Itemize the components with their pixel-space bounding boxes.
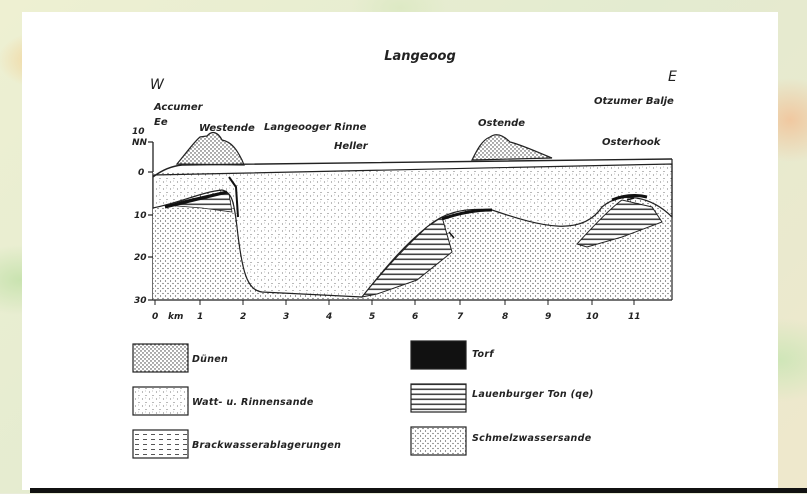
depth-tick-20: 20 xyxy=(134,253,147,263)
km-tick-8: 8 xyxy=(502,312,508,322)
westende-label: Westende xyxy=(199,123,255,134)
km-tick-6: 6 xyxy=(412,312,418,322)
legend-item-brackwasser: Brackwasserablagerungen xyxy=(133,430,341,458)
depth-axis: 10 NN 0 10 20 30 xyxy=(132,127,153,306)
depth-top-label: 10 xyxy=(132,127,145,137)
depth-tick-30: 30 xyxy=(134,296,147,306)
bottom-bar xyxy=(30,488,807,493)
cross-section-figure: Langeoog W E Accumer Ee Westende Langeoo… xyxy=(22,12,778,490)
km-tick-7: 7 xyxy=(457,312,464,322)
langeooger-rinne-label: Langeooger Rinne xyxy=(264,122,367,133)
diagram-title: Langeoog xyxy=(384,49,456,64)
depth-tick-0: 0 xyxy=(138,168,144,178)
legend-label-brackwasser: Brackwasserablagerungen xyxy=(192,440,341,451)
legend-item-duenen: Dünen xyxy=(133,344,228,372)
otzumer-balje-label: Otzumer Balje xyxy=(594,96,674,107)
legend-item-schmelzwasser: Schmelzwassersande xyxy=(411,427,592,455)
legend-label-schmelzwasser: Schmelzwassersande xyxy=(472,433,592,444)
legend-item-lauenburger: Lauenburger Ton (qe) xyxy=(411,384,594,412)
legend-label-torf: Torf xyxy=(472,349,495,360)
accumer-label: Accumer xyxy=(153,102,204,113)
km-tick-11: 11 xyxy=(628,312,641,322)
km-tick-1: 1 xyxy=(197,312,203,322)
east-label: E xyxy=(668,69,677,85)
legend: Dünen Watt- u. Rinnensande Brackwasserab… xyxy=(133,341,594,458)
distance-axis: 0 km 1 2 3 4 5 6 7 8 9 10 11 xyxy=(152,300,641,322)
west-label: W xyxy=(150,77,165,93)
depth-tick-10: 10 xyxy=(134,211,147,221)
legend-label-duenen: Dünen xyxy=(192,354,228,365)
legend-item-torf: Torf xyxy=(411,341,495,369)
legend-label-watt: Watt- u. Rinnensande xyxy=(192,397,314,408)
km-tick-0: 0 xyxy=(152,312,158,322)
osterhook-label: Osterhook xyxy=(602,137,662,148)
depth-unit-label: NN xyxy=(132,138,148,148)
km-tick-2: 2 xyxy=(240,312,246,322)
km-tick-4: 4 xyxy=(325,312,332,322)
cross-section-diagram: Langeoog W E Accumer Ee Westende Langeoo… xyxy=(22,12,778,490)
km-tick-3: 3 xyxy=(283,312,289,322)
km-tick-9: 9 xyxy=(545,312,551,322)
legend-item-watt: Watt- u. Rinnensande xyxy=(133,387,314,415)
ostende-label: Ostende xyxy=(478,118,525,129)
km-tick-10: 10 xyxy=(586,312,599,322)
cross-section-profile xyxy=(153,133,672,300)
accumer-ee-label: Ee xyxy=(154,117,168,128)
km-tick-5: 5 xyxy=(369,312,375,322)
km-unit-label: km xyxy=(168,312,183,322)
legend-label-lauenburger: Lauenburger Ton (qe) xyxy=(472,389,594,400)
heller-label: Heller xyxy=(334,141,369,152)
